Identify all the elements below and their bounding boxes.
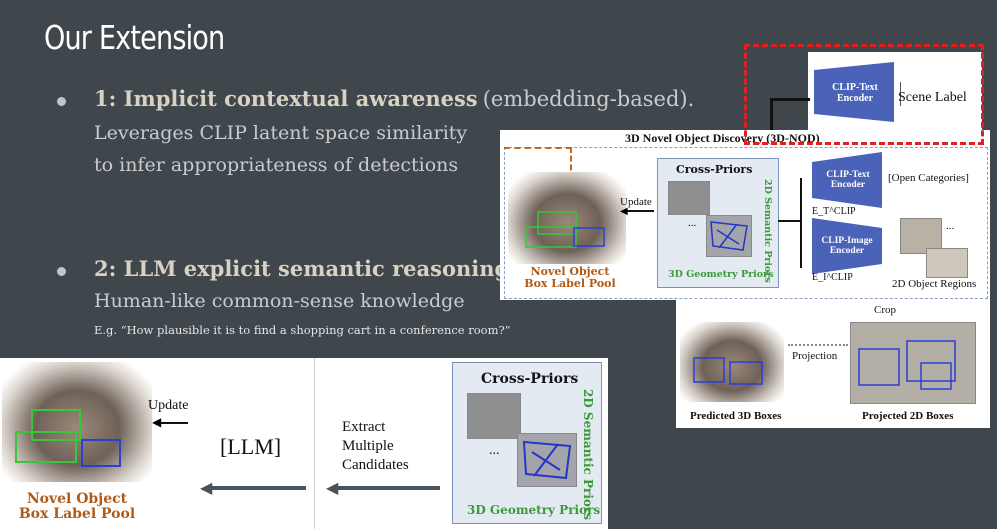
clip-text-encoder: CLIP-Text Encoder (812, 152, 882, 208)
clip-text-encoder-top: CLIP-Text Encoder (814, 62, 894, 122)
arrow-left-icon: ◀ (200, 478, 213, 497)
bullet-1-line2: to infer appropriateness of detections (94, 154, 459, 176)
bullet-2-line1: Human-like common-sense knowledge (94, 290, 465, 312)
clip-image-encoder-label: CLIP-Image Encoder (821, 236, 873, 257)
cross-priors-box-bottom: Cross-Priors ... 2D Semantic Priors 3D G… (452, 362, 602, 524)
bullet-dot (57, 97, 66, 106)
cross-priors-box: Cross-Priors ... 2D Semantic Priors 3D G… (657, 158, 779, 288)
geometry-priors-label-bottom: 3D Geometry Priors (467, 503, 601, 517)
projected-boxes-image (850, 322, 976, 404)
arrow-left-icon: ◀ (326, 478, 339, 497)
prior-image-2 (706, 215, 752, 257)
bullet-1-suffix: (embedding-based). (482, 87, 695, 111)
cross-priors-title-bottom: Cross-Priors (481, 371, 579, 387)
label-pool-bottom: Novel Object Box Label Pool (18, 491, 136, 522)
bullet-dot (57, 267, 66, 276)
clip-image-encoder: CLIP-Image Encoder (812, 218, 882, 274)
cross-priors-title: Cross-Priors (676, 163, 753, 176)
nod-header: 3D Novel Object Discovery (3D-NOD) (625, 131, 820, 145)
clip-text-encoder-top-label: CLIP-Text Encoder (832, 82, 878, 104)
predicted-label: Predicted 3D Boxes (690, 410, 782, 422)
bullet-1-line1: Leverages CLIP latent space similarity (94, 122, 468, 144)
crop-label: Crop (874, 304, 896, 316)
ei-clip-label: E_I^CLIP (812, 272, 853, 283)
point-cloud-image (508, 172, 626, 264)
ellipsis: ... (688, 217, 697, 229)
highlight-box (744, 44, 984, 145)
semantic-priors-label: 2D Semantic Priors (762, 179, 773, 283)
update-label: Update (620, 196, 652, 208)
prior-image-1 (668, 181, 710, 215)
slide-title: Our Extension (44, 18, 225, 57)
scene-label-text: Scene Label (898, 90, 967, 105)
ellipsis-regions: ... (946, 220, 955, 232)
llm-figure: Update ◀ Novel Object Box Label Pool [LL… (0, 358, 608, 529)
clip-text-encoder-label: CLIP-Text Encoder (826, 170, 870, 191)
bullet-1-head: 1: Implicit contextual awareness (94, 86, 478, 111)
llm-label: [LLM] (220, 434, 282, 459)
projected-label: Projected 2D Boxes (862, 410, 954, 422)
geometry-priors-label: 3D Geometry Priors (668, 269, 774, 280)
prior-image-1-bottom (467, 393, 521, 439)
arrow-left-icon: ◀ (152, 415, 162, 429)
nod-panel: 3D Novel Object Discovery (3D-NOD) Updat… (500, 130, 990, 300)
projection-label: Projection (792, 350, 838, 362)
prior-image-2-bottom (517, 433, 577, 487)
arrow-left-icon: ◀ (620, 206, 628, 217)
bullet-1: 1: Implicit contextual awareness (embedd… (94, 86, 694, 111)
region-image-2 (926, 248, 968, 278)
open-categories-label: [Open Categories] (888, 172, 969, 184)
projection-panel: Projection Crop Predicted 3D Boxes Proje… (676, 300, 990, 428)
update-label-bottom: Update (148, 398, 189, 413)
label-pool-top: Novel Object Box Label Pool (524, 265, 616, 290)
predicted-boxes-image (680, 322, 784, 402)
extract-label: Extract Multiple Candidates (342, 419, 409, 474)
semantic-priors-label-bottom: 2D Semantic Priors (581, 389, 595, 521)
regions-label: 2D Object Regions (892, 278, 977, 290)
ellipsis-bottom: ... (489, 443, 500, 458)
scene-label-card: CLIP-Text Encoder Scene Label (808, 52, 982, 138)
bullet-2-example: E.g. “How plausible it is to find a shop… (94, 323, 511, 337)
bullet-2-head: 2: LLM explicit semantic reasoning (94, 256, 510, 281)
point-cloud-image-bottom (2, 362, 152, 482)
et-clip-label: E_T^CLIP (812, 206, 856, 217)
